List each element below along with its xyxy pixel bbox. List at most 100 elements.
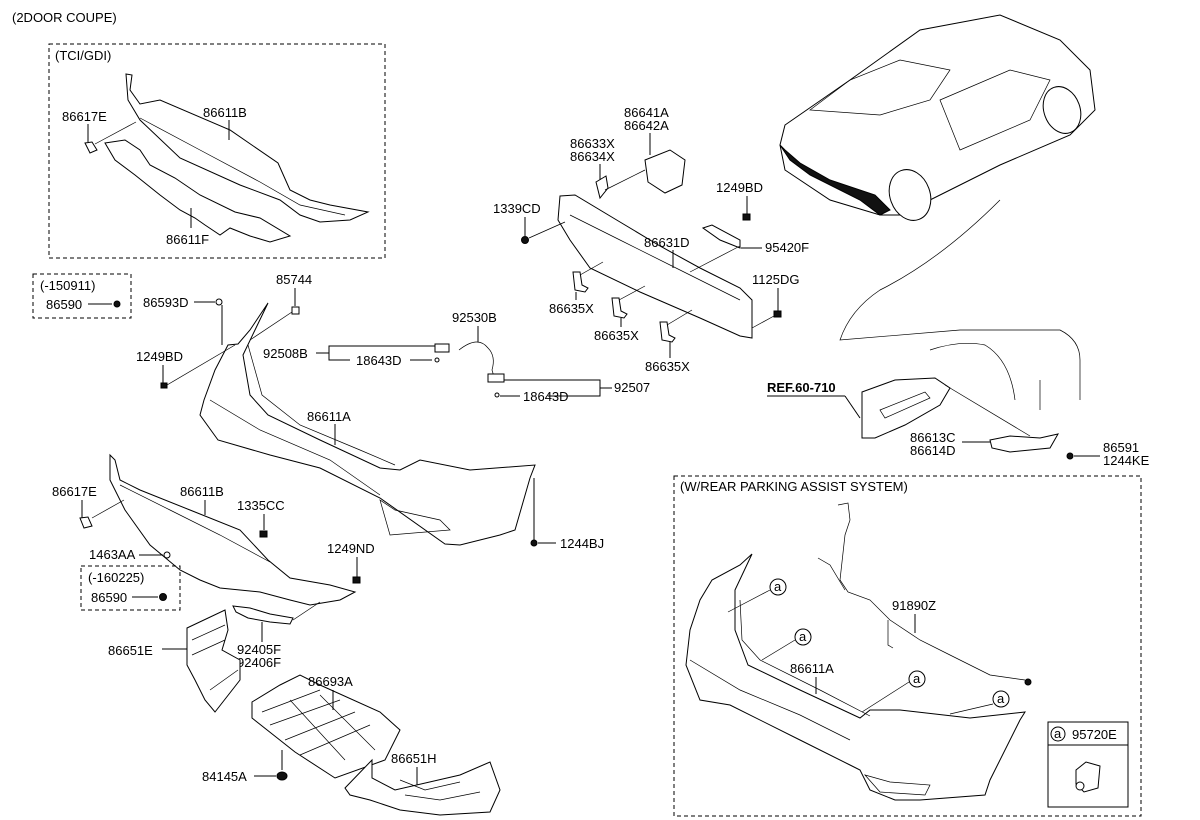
group-150911: (-150911) 86590 — [32, 273, 132, 319]
harness-92530b-drawing — [458, 341, 496, 381]
group-label-parking-assist: (W/REAR PARKING ASSIST SYSTEM) — [680, 479, 908, 494]
group-label-tci-gdi: (TCI/GDI) — [55, 48, 111, 63]
label-95720e: 95720E — [1072, 727, 1117, 742]
label-92405f: 92405F — [237, 642, 281, 657]
label-86591: 86591 — [1103, 440, 1139, 455]
label-95420f: 95420F — [765, 240, 809, 255]
group-lamps-wiring: 92508B 18643D 92530B 92507 18643D — [263, 310, 650, 404]
label-86633x: 86633X — [570, 136, 615, 151]
label-1249bd-right: 1249BD — [716, 180, 763, 195]
label-1339cd: 1339CD — [493, 201, 541, 216]
legend-callout-a: a — [1054, 726, 1062, 741]
group-box-parking-assist — [673, 475, 1142, 817]
label-86651h: 86651H — [391, 751, 437, 766]
group-box-tci-gdi — [48, 43, 386, 259]
part-86611a-pa-drawing — [685, 553, 1026, 801]
label-18643d-a: 18643D — [356, 353, 402, 368]
label-86611b: 86611B — [180, 484, 224, 499]
label-1244bj: 1244BJ — [560, 536, 604, 551]
wheel-rear-icon — [888, 169, 932, 221]
label-86613c: 86613C — [910, 430, 956, 445]
group-impact-beam: 86641A 86642A 86633X 86634X 1339CD 86631… — [493, 105, 809, 374]
label-1244ke: 1244KE — [1103, 453, 1150, 468]
vehicle-illustration — [779, 14, 1096, 410]
clip-86593d-icon — [215, 298, 223, 306]
svg-text:a: a — [774, 579, 782, 594]
group-main-bumper: 86593D 85744 1249BD 86611A 1244BJ — [136, 272, 604, 551]
clip-1335cc-icon — [259, 530, 268, 538]
label-86693a: 86693A — [308, 674, 353, 689]
part-86651h-drawing — [344, 758, 501, 816]
part-86631d-drawing — [557, 194, 753, 339]
label-1463aa: 1463AA — [89, 547, 136, 562]
label-1335cc: 1335CC — [237, 498, 285, 513]
label-92507: 92507 — [614, 380, 650, 395]
clip-86617e-icon — [79, 516, 93, 529]
part-ref-bracket-drawing — [861, 377, 951, 439]
callout-a-3: a — [861, 670, 926, 713]
bolt-1244bj-icon — [530, 539, 538, 547]
label-91890z: 91890Z — [892, 598, 936, 613]
part-92405f-drawing — [232, 605, 294, 625]
group-label-160225: (-160225) — [88, 570, 144, 585]
group-lower-parts: 86617E 86611B 1335CC 1463AA 1249ND (-160… — [52, 453, 501, 816]
group-parking-assist: (W/REAR PARKING ASSIST SYSTEM) 91890Z 86… — [673, 475, 1142, 817]
label-92508b: 92508B — [263, 346, 308, 361]
label-86635x-b: 86635X — [594, 328, 639, 343]
callout-a-4: a — [949, 690, 1010, 715]
part-86611f-drawing — [104, 139, 292, 243]
bulb-18643d-b-icon — [494, 392, 500, 398]
svg-text:a: a — [913, 671, 921, 686]
part-95420f-drawing — [701, 224, 741, 249]
bolt-1125dg-icon — [773, 310, 782, 318]
grommet-1463aa-icon — [163, 551, 171, 559]
bolt-1249bd-right-icon — [742, 213, 751, 221]
svg-text:a: a — [997, 691, 1005, 706]
label-86593d: 86593D — [143, 295, 189, 310]
bracket-86635x-b-icon — [611, 297, 628, 319]
clip-86590-b-icon — [159, 593, 167, 601]
harness-91890z-drawing — [837, 502, 1026, 681]
part-86611b-drawing-main — [109, 453, 357, 606]
connector-icon — [1024, 678, 1032, 686]
label-86611a-pa: 86611A — [790, 661, 834, 676]
part-86613c-drawing — [989, 433, 1059, 453]
part-86617e-drawing — [84, 141, 98, 154]
nut-84145a-icon — [276, 771, 288, 781]
group-box-160225 — [80, 565, 181, 611]
label-86611a: 86611A — [307, 409, 351, 424]
label-86642a: 86642A — [624, 118, 669, 133]
label-86635x-c: 86635X — [645, 359, 690, 374]
label-1125dg: 1125DG — [752, 272, 799, 287]
label-86590-160225: 86590 — [91, 590, 127, 605]
label-86635x-a: 86635X — [549, 301, 594, 316]
bulb-18643d-a-icon — [434, 357, 440, 363]
bolt-1249nd-icon — [352, 576, 361, 584]
label-86617e-tci: 86617E — [62, 109, 107, 124]
label-84145a: 84145A — [202, 769, 247, 784]
wheel-front-icon — [1042, 86, 1082, 134]
lamp-92508b-icon — [434, 343, 450, 353]
nut-1339cd-icon — [521, 236, 529, 244]
label-18643d-b: 18643D — [523, 389, 569, 404]
part-86611b-drawing — [125, 73, 370, 223]
ref-60-710[interactable]: REF.60-710 — [767, 380, 836, 395]
part-86633x-drawing — [595, 175, 609, 200]
group-box-150911 — [32, 273, 132, 319]
label-86651e: 86651E — [108, 643, 153, 658]
label-92530b: 92530B — [452, 310, 497, 325]
label-92406f: 92406F — [237, 655, 281, 670]
label-86614d: 86614D — [910, 443, 956, 458]
lamp-92507-icon — [487, 373, 505, 383]
part-86693a-drawing — [251, 674, 401, 779]
bracket-86635x-a-icon — [572, 271, 589, 293]
bolt-1249bd-left-icon — [160, 382, 168, 389]
callout-a-1: a — [727, 578, 787, 613]
label-86590-150911: 86590 — [46, 297, 82, 312]
group-label-150911: (-150911) — [40, 278, 95, 293]
nut-85744-icon — [291, 306, 300, 315]
legend-95720e: a 95720E — [1047, 721, 1129, 808]
screw-86591-icon — [1066, 452, 1074, 460]
bracket-86635x-c-icon — [659, 321, 676, 343]
